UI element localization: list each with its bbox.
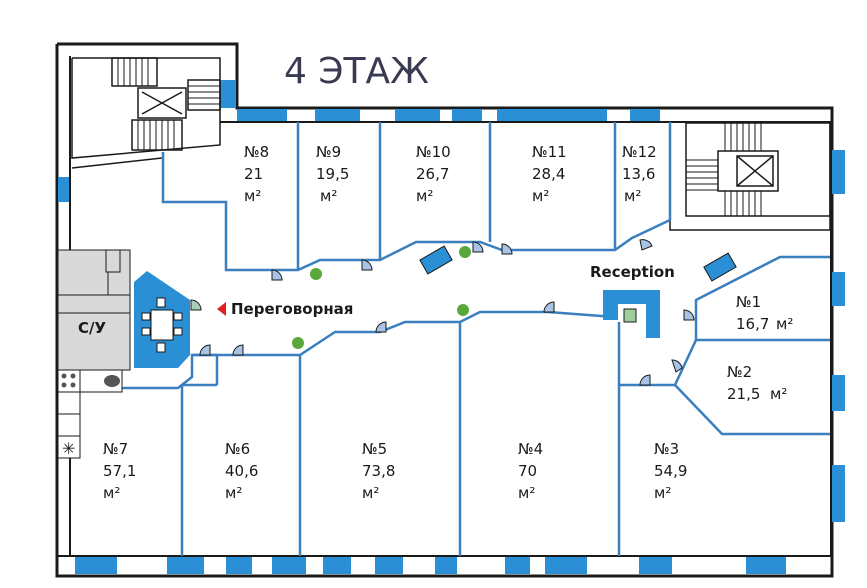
door-icons bbox=[190, 239, 695, 386]
room-10[interactable]: №10 26,7 м² bbox=[416, 143, 451, 205]
svg-text:№1: №1 bbox=[736, 293, 761, 311]
svg-text:м²: м² bbox=[320, 187, 337, 205]
stairwell-left bbox=[71, 57, 221, 169]
windows-right bbox=[831, 150, 845, 522]
svg-text:40,6: 40,6 bbox=[225, 462, 258, 480]
room-9[interactable]: №9 19,5 м² bbox=[316, 143, 349, 205]
stair-treads-right bbox=[686, 123, 762, 216]
svg-text:70: 70 bbox=[518, 462, 537, 480]
sofa-icon bbox=[419, 245, 453, 275]
svg-text:21: 21 bbox=[244, 165, 263, 183]
svg-text:№12: №12 bbox=[622, 143, 657, 161]
svg-text:м²: м² bbox=[416, 187, 433, 205]
room-11[interactable]: №11 28,4 м² bbox=[532, 143, 567, 205]
floor-title: 4 ЭТАЖ bbox=[284, 51, 429, 92]
wc-label: С/У bbox=[78, 319, 106, 337]
svg-text:м²: м² bbox=[244, 187, 261, 205]
svg-text:м²: м² bbox=[225, 484, 242, 502]
svg-text:№3: №3 bbox=[654, 440, 679, 458]
windows-top bbox=[220, 80, 660, 122]
room-8[interactable]: №8 21 м² bbox=[244, 143, 269, 205]
svg-text:м²: м² bbox=[362, 484, 379, 502]
room-12[interactable]: №12 13,6 м² bbox=[622, 143, 657, 205]
svg-text:м²: м² bbox=[624, 187, 641, 205]
windows-bottom bbox=[75, 556, 786, 574]
svg-text:28,4: 28,4 bbox=[532, 165, 565, 183]
svg-text:16,7: 16,7 bbox=[736, 315, 769, 333]
outer-walls bbox=[55, 42, 834, 578]
room-3[interactable]: №3 54,9 м² bbox=[654, 440, 687, 502]
svg-text:№6: №6 bbox=[225, 440, 250, 458]
reception-terminal bbox=[623, 308, 637, 323]
svg-text:м²: м² bbox=[532, 187, 549, 205]
svg-text:№2: №2 bbox=[727, 363, 752, 381]
room-6[interactable]: №6 40,6 м² bbox=[225, 440, 258, 502]
window-left bbox=[58, 177, 70, 202]
stove-icon bbox=[61, 373, 76, 388]
svg-text:№5: №5 bbox=[362, 440, 387, 458]
svg-text:№11: №11 bbox=[532, 143, 567, 161]
room-7[interactable]: №7 57,1 м² bbox=[103, 440, 136, 502]
partitions bbox=[70, 122, 830, 556]
meeting-table bbox=[141, 297, 183, 353]
svg-text:№7: №7 bbox=[103, 440, 128, 458]
reception-label: Reception bbox=[590, 263, 675, 281]
room-2[interactable]: №2 21,5 м² bbox=[727, 363, 787, 403]
plant-icon bbox=[292, 246, 471, 349]
reception-desk bbox=[603, 290, 660, 338]
sink-icon bbox=[104, 375, 120, 387]
stairwell-right bbox=[669, 121, 831, 231]
svg-text:26,7: 26,7 bbox=[416, 165, 449, 183]
svg-text:м²: м² bbox=[103, 484, 120, 502]
room-4[interactable]: №4 70 м² bbox=[518, 440, 543, 502]
svg-text:57,1: 57,1 bbox=[103, 462, 136, 480]
svg-text:м²: м² bbox=[654, 484, 671, 502]
room-5[interactable]: №5 73,8 м² bbox=[362, 440, 395, 502]
svg-text:73,8: 73,8 bbox=[362, 462, 395, 480]
svg-text:21,5: 21,5 bbox=[727, 385, 760, 403]
wc-block bbox=[57, 249, 131, 371]
meeting-room-label: Переговорная bbox=[231, 300, 353, 318]
svg-text:19,5: 19,5 bbox=[316, 165, 349, 183]
svg-text:м²: м² bbox=[770, 385, 787, 403]
svg-text:54,9: 54,9 bbox=[654, 462, 687, 480]
meeting-marker-icon bbox=[217, 302, 226, 316]
svg-text:м²: м² bbox=[776, 315, 793, 333]
svg-text:№9: №9 bbox=[316, 143, 341, 161]
svg-text:13,6: 13,6 bbox=[622, 165, 655, 183]
snowflake-icon: ✳ bbox=[62, 439, 75, 458]
svg-text:№4: №4 bbox=[518, 440, 543, 458]
sofa-icon bbox=[703, 252, 737, 282]
svg-text:№10: №10 bbox=[416, 143, 451, 161]
room-1[interactable]: №1 16,7 м² bbox=[736, 293, 793, 333]
svg-text:№8: №8 bbox=[244, 143, 269, 161]
stair-treads-left bbox=[117, 58, 220, 150]
svg-text:м²: м² bbox=[518, 484, 535, 502]
